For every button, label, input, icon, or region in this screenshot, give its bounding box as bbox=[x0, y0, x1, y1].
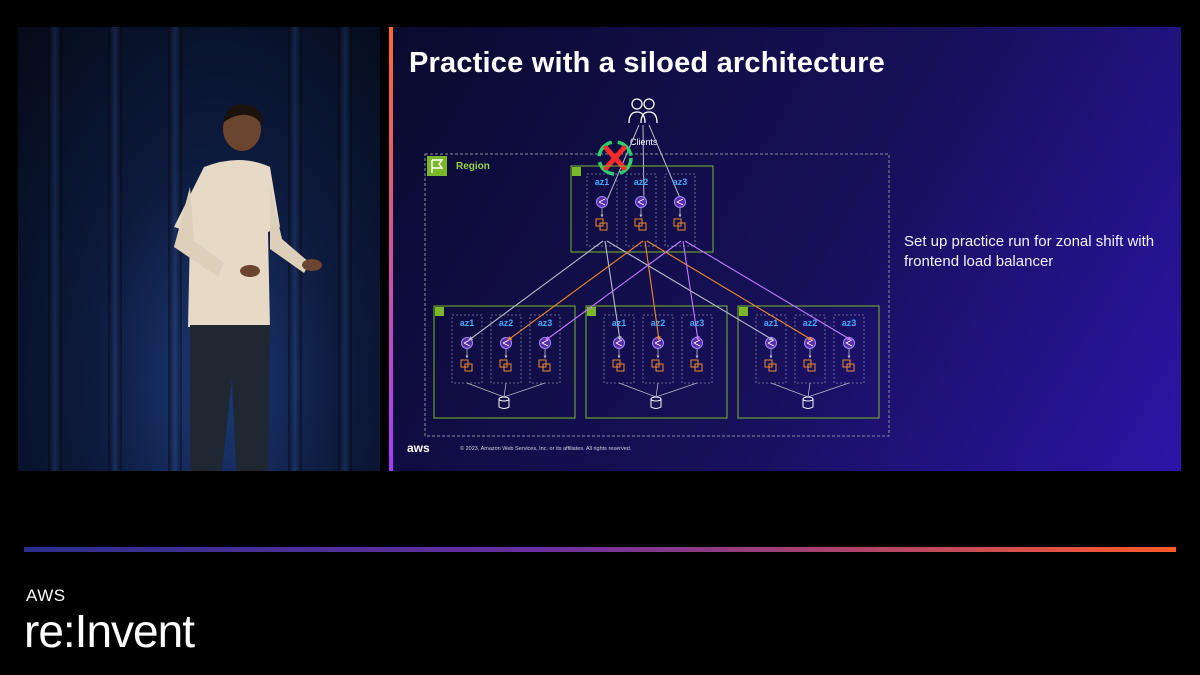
brand-reinvent: re:Invent bbox=[24, 605, 195, 657]
flag-icon bbox=[427, 156, 447, 176]
az-label: az3 bbox=[690, 318, 705, 328]
ec2-instances-icon bbox=[764, 359, 777, 372]
presenter-video bbox=[18, 27, 380, 471]
ec2-instances-icon bbox=[460, 359, 473, 372]
users-icon bbox=[628, 98, 658, 124]
cell-az-column: az3 bbox=[681, 314, 713, 384]
slide-note: Set up practice run for zonal shift with… bbox=[904, 233, 1155, 270]
architecture-diagram: Region Clients az1 az2 az3 az1 az2 bbox=[424, 98, 890, 437]
region-boundary bbox=[424, 153, 890, 437]
load-balancer-icon bbox=[674, 196, 686, 208]
ec2-instances-icon bbox=[634, 218, 647, 231]
ec2-instances-icon bbox=[612, 359, 625, 372]
copyright-text: © 2023, Amazon Web Services, Inc. or its… bbox=[460, 446, 632, 452]
az-label: az1 bbox=[764, 318, 779, 328]
cell-container-1 bbox=[433, 305, 576, 419]
load-balancer-icon bbox=[804, 337, 816, 349]
database-icon bbox=[802, 396, 814, 409]
presenter-figure bbox=[174, 104, 322, 471]
aws-logo: aws bbox=[407, 441, 430, 455]
refresh-icon bbox=[597, 140, 633, 176]
ec2-instances-icon bbox=[842, 359, 855, 372]
ec2-instances-icon bbox=[690, 359, 703, 372]
x-mark-icon bbox=[603, 145, 627, 171]
slide-accent-bar bbox=[389, 27, 393, 471]
az-label: az2 bbox=[651, 318, 666, 328]
load-balancer-icon bbox=[539, 337, 551, 349]
load-balancer-icon bbox=[613, 337, 625, 349]
az-label: az1 bbox=[595, 177, 610, 187]
region-label: Region bbox=[456, 161, 490, 172]
ec2-instances-icon bbox=[673, 218, 686, 231]
cell-az-column: az3 bbox=[529, 314, 561, 384]
cell-container-2 bbox=[585, 305, 728, 419]
cell-az-column: az3 bbox=[833, 314, 865, 384]
brand-aws: AWS bbox=[26, 586, 66, 605]
ec2-instances-icon bbox=[538, 359, 551, 372]
cell-az-column: az1 bbox=[755, 314, 787, 384]
az-label: az2 bbox=[499, 318, 514, 328]
database-icon bbox=[498, 396, 510, 409]
slide: Practice with a siloed architecture Regi… bbox=[389, 27, 1181, 471]
ec2-instances-icon bbox=[803, 359, 816, 372]
cell-az-column: az1 bbox=[451, 314, 483, 384]
top-az-column: az1 bbox=[586, 173, 618, 247]
slide-title: Practice with a siloed architecture bbox=[409, 47, 886, 79]
database-icon bbox=[650, 396, 662, 409]
az-label: az1 bbox=[460, 318, 475, 328]
brand-divider bbox=[24, 547, 1176, 552]
az-label: az3 bbox=[842, 318, 857, 328]
top-container bbox=[570, 165, 714, 253]
az-label: az2 bbox=[803, 318, 818, 328]
top-az-column: az3 bbox=[664, 173, 696, 247]
load-balancer-icon bbox=[596, 196, 608, 208]
az-label: az3 bbox=[538, 318, 553, 328]
az-label: az2 bbox=[634, 177, 649, 187]
cell-az-column: az2 bbox=[794, 314, 826, 384]
ec2-instances-icon bbox=[595, 218, 608, 231]
ec2-instances-icon bbox=[651, 359, 664, 372]
load-balancer-icon bbox=[652, 337, 664, 349]
cell-az-column: az2 bbox=[642, 314, 674, 384]
routing-links bbox=[468, 240, 852, 341]
az-label: az3 bbox=[673, 177, 688, 187]
top-az-column: az2 bbox=[625, 173, 657, 247]
load-balancer-icon bbox=[691, 337, 703, 349]
az-label: az1 bbox=[612, 318, 627, 328]
cell-az-column: az2 bbox=[490, 314, 522, 384]
cell-container-3 bbox=[737, 305, 880, 419]
load-balancer-icon bbox=[635, 196, 647, 208]
clients-label: Clients bbox=[630, 137, 658, 147]
cell-az-column: az1 bbox=[603, 314, 635, 384]
ec2-instances-icon bbox=[499, 359, 512, 372]
